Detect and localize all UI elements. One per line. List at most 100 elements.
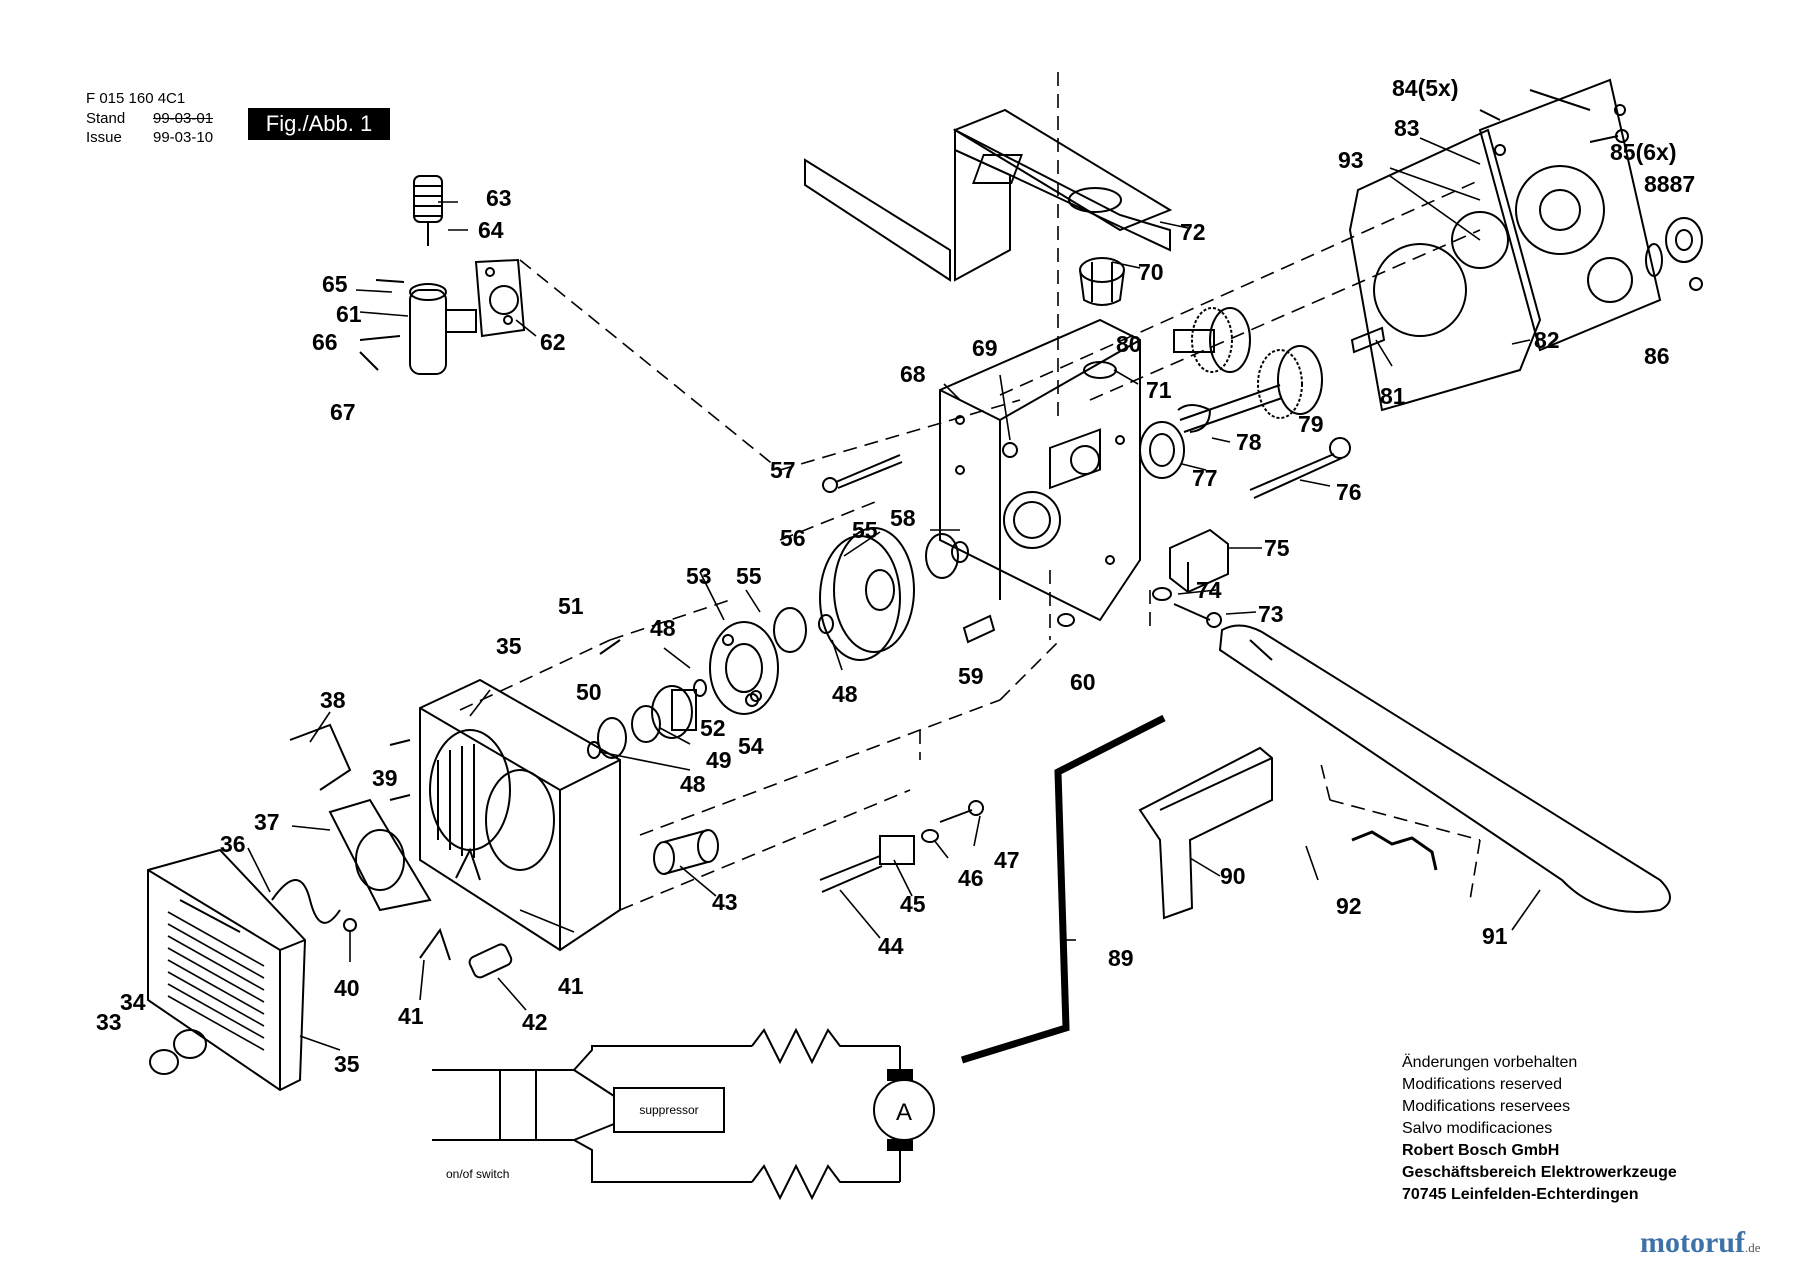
part-label: 48 bbox=[832, 681, 858, 707]
part-label: 40 bbox=[334, 975, 360, 1001]
part-52-hub bbox=[651, 685, 697, 739]
company-name: Robert Bosch GmbH bbox=[1402, 1142, 1560, 1159]
part-label: 77 bbox=[1192, 465, 1218, 491]
part-66-screw bbox=[359, 335, 401, 341]
part-75-block bbox=[1169, 528, 1229, 594]
company-address: 70745 Leinfelden-Echterdingen bbox=[1402, 1186, 1639, 1203]
part-label: 55 bbox=[852, 517, 878, 543]
stand-date: 99-03-01 bbox=[153, 110, 214, 127]
part-49-ring bbox=[631, 705, 661, 743]
part-81-spring bbox=[1350, 326, 1386, 354]
part-69-nut bbox=[1002, 442, 1018, 458]
note-line: Modifications reserved bbox=[1402, 1076, 1563, 1093]
part-label: 89 bbox=[1108, 945, 1134, 971]
part-73-screw bbox=[1173, 603, 1222, 628]
wiring-diagram: suppressor A on/of switch bbox=[432, 1027, 935, 1201]
issue-label: Issue bbox=[86, 129, 122, 146]
part-63-oil-cap bbox=[413, 175, 443, 246]
part-59-clip bbox=[962, 614, 996, 644]
part-39-screws bbox=[389, 739, 411, 801]
part-36-spring bbox=[271, 879, 341, 924]
part-45-tensioner bbox=[819, 835, 915, 893]
part-68-gear-housing bbox=[939, 318, 1141, 622]
part-label: 55 bbox=[736, 563, 762, 589]
part-label: 90 bbox=[1220, 863, 1246, 889]
part-92-saw-chain bbox=[1351, 830, 1438, 871]
part-label: 35 bbox=[496, 633, 522, 659]
part-label: 58 bbox=[890, 505, 916, 531]
part-label: 41 bbox=[558, 973, 584, 999]
part-label: 37 bbox=[254, 809, 280, 835]
stand-label: Stand bbox=[86, 110, 126, 127]
part-label: 62 bbox=[540, 329, 566, 355]
part-50-washer bbox=[597, 717, 627, 759]
part-84-screws bbox=[1479, 89, 1591, 121]
part-86-washer bbox=[1689, 277, 1703, 291]
part-85-screw bbox=[1589, 129, 1629, 143]
issue-date: 99-03-10 bbox=[153, 129, 214, 146]
part-35-motor-housing bbox=[419, 678, 621, 952]
part-label: 63 bbox=[486, 185, 512, 211]
part-42-carbon-brush bbox=[468, 943, 513, 979]
part-label: 48 bbox=[650, 615, 676, 641]
part-83-cover bbox=[1478, 78, 1662, 352]
part-label: 50 bbox=[576, 679, 602, 705]
part-label: 56 bbox=[780, 525, 806, 551]
part-43-sleeve bbox=[653, 829, 719, 875]
part-label: 84(5x) bbox=[1392, 75, 1458, 101]
part-label: 78 bbox=[1236, 429, 1262, 455]
part-74-washer bbox=[1152, 587, 1172, 601]
part-47-screw bbox=[939, 800, 984, 823]
part-38-bracket bbox=[289, 723, 352, 791]
part-55-washer-lower bbox=[773, 607, 807, 653]
part-77-bearing bbox=[1139, 421, 1185, 479]
part-58-washer bbox=[951, 541, 969, 563]
part-90-bar-cover bbox=[1138, 746, 1273, 920]
company-division: Geschäftsbereich Elektrowerkzeuge bbox=[1402, 1164, 1677, 1181]
part-label: 82 bbox=[1534, 327, 1560, 353]
part-53-clutch bbox=[709, 621, 779, 715]
document-number: F 015 160 4C1 bbox=[86, 90, 186, 107]
part-54-nut bbox=[745, 693, 759, 707]
note-line: Modifications reservees bbox=[1402, 1098, 1571, 1115]
part-40-screw bbox=[343, 918, 357, 932]
part-46-washer bbox=[921, 829, 939, 843]
part-label: 61 bbox=[336, 301, 362, 327]
part-41-spring-lower bbox=[419, 927, 451, 961]
part-48-washer-right bbox=[818, 614, 834, 634]
part-76-bolt bbox=[1249, 437, 1351, 499]
part-57-long-screw bbox=[822, 454, 903, 493]
part-label: 39 bbox=[372, 765, 398, 791]
part-label: 48 bbox=[680, 771, 706, 797]
part-label: 34 bbox=[120, 989, 146, 1015]
part-label: 52 bbox=[700, 715, 726, 741]
notes-block: Änderungen vorbehalten Modifications res… bbox=[1402, 1052, 1677, 1206]
part-label: 35 bbox=[334, 1051, 360, 1077]
part-82-gasket-plate bbox=[1348, 128, 1542, 412]
part-72-bracket bbox=[804, 108, 1173, 282]
part-80-gear bbox=[1173, 307, 1251, 373]
part-61-pump-housing bbox=[409, 283, 477, 375]
part-label: 33 bbox=[96, 1009, 122, 1035]
note-line: Änderungen vorbehalten bbox=[1402, 1054, 1578, 1071]
part-label: 70 bbox=[1138, 259, 1164, 285]
part-label: 36 bbox=[220, 831, 246, 857]
part-41-spring-upper bbox=[455, 847, 481, 881]
part-label: 85(6x) bbox=[1610, 139, 1676, 165]
part-label: 91 bbox=[1482, 923, 1508, 949]
part-35-front-cover bbox=[147, 848, 307, 1092]
part-91-guide-bar bbox=[1218, 624, 1671, 913]
assembly-guide-lines bbox=[459, 72, 1481, 911]
part-label: 59 bbox=[958, 663, 984, 689]
part-label: 67 bbox=[330, 399, 356, 425]
part-67-screw bbox=[359, 351, 379, 371]
part-label: 51 bbox=[558, 593, 584, 619]
part-label: 65 bbox=[322, 271, 348, 297]
part-label: 73 bbox=[1258, 601, 1284, 627]
part-37-plate bbox=[328, 798, 432, 912]
part-label: 72 bbox=[1180, 219, 1206, 245]
part-label: 46 bbox=[958, 865, 984, 891]
part-48-washer-left bbox=[587, 741, 601, 759]
